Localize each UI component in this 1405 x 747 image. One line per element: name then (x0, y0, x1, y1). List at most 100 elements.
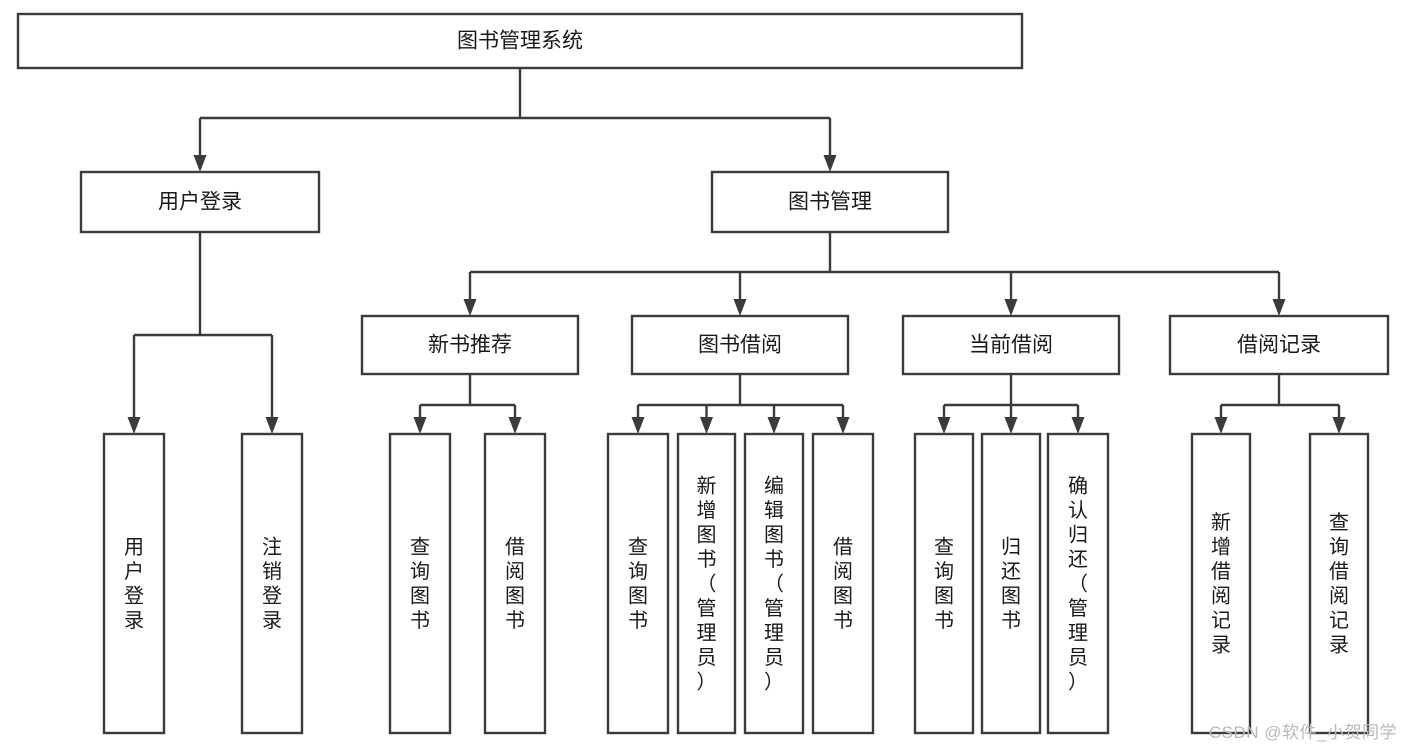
node-label-char: （ (764, 572, 784, 595)
node-box (676, 432, 737, 735)
node-label-char: 借 (1211, 560, 1231, 583)
node-user-login[interactable]: 用户登录 (79, 170, 321, 234)
node-label-char: 新 (697, 474, 717, 497)
arrowhead-icon (733, 299, 747, 316)
node-label-char: 图 (764, 524, 784, 546)
node-box (980, 432, 1042, 735)
node-label-char: 录 (1329, 635, 1349, 657)
node-label-char: 图 (833, 586, 853, 608)
node-label-char: 书 (697, 548, 717, 571)
node-label-char: 认 (1068, 499, 1088, 522)
node-label-char: 书 (1001, 609, 1021, 632)
node-label-char: ） (697, 670, 717, 693)
node-label-char: 户 (124, 560, 144, 583)
node-label-char: 阅 (1329, 585, 1349, 608)
node-label-char: 图 (934, 586, 954, 608)
node-box (630, 314, 850, 376)
arrowhead-icon (1004, 299, 1018, 316)
arrowhead-icon (1071, 417, 1085, 434)
node-label-char: 借 (1329, 560, 1349, 583)
node-box (710, 170, 950, 234)
node-label-char: 询 (1329, 536, 1349, 559)
node-current-borrow[interactable]: 当前借阅 (901, 314, 1121, 376)
node-label-char: 注 (262, 536, 282, 559)
arrowhead-icon (265, 417, 279, 434)
node-new-book-rec[interactable]: 新书推荐 (360, 314, 580, 376)
node-label-char: 员 (697, 647, 717, 669)
node-label-char: 员 (1068, 647, 1088, 669)
node-label-char: 销 (262, 560, 282, 583)
arrowhead-icon (823, 155, 837, 172)
node-box (360, 314, 580, 376)
node-label-char: 理 (1068, 622, 1088, 644)
node-label: 图书管理系统 (457, 30, 583, 53)
arrowhead-icon (413, 417, 427, 434)
node-label-char: 还 (1068, 548, 1088, 571)
node-label-char: 确 (1068, 474, 1088, 497)
node-label-char: 书 (764, 548, 784, 571)
node-label-char: 管 (764, 597, 784, 620)
node-box (1168, 314, 1390, 376)
node-label-char: 阅 (1211, 585, 1231, 608)
node-box (240, 432, 304, 735)
node-label-char: 登 (124, 585, 144, 608)
node-label-char: 查 (934, 536, 954, 559)
node-label-char: （ (697, 572, 717, 595)
node-label-char: 询 (410, 560, 430, 583)
node-label-char: 归 (1001, 536, 1021, 559)
node-label-char: 书 (934, 609, 954, 632)
node-label-char: 书 (410, 609, 430, 632)
node-label-char: 询 (934, 560, 954, 583)
arrowhead-icon (700, 417, 713, 434)
arrowhead-icon (937, 417, 951, 434)
node-label-char: 理 (697, 622, 717, 644)
node-borrow-record[interactable]: 借阅记录 (1168, 314, 1390, 376)
node-label-char: 书 (505, 609, 525, 632)
node-box (606, 432, 670, 735)
arrowhead-icon (127, 417, 141, 434)
node-box (16, 12, 1024, 70)
node-label-char: 书 (833, 609, 853, 632)
node-label-char: 新 (1211, 511, 1231, 534)
arrowhead-icon (508, 417, 522, 434)
node-box (743, 432, 805, 735)
node-root[interactable]: 图书管理系统 (16, 12, 1024, 70)
node-box (901, 314, 1121, 376)
node-label-char: 阅 (505, 560, 525, 583)
node-box (811, 432, 875, 735)
node-label-char: ） (764, 670, 784, 693)
node-leaf-user-login[interactable]: 用户登录 (102, 432, 166, 735)
node-box (102, 432, 166, 735)
node-label: 图书管理 (788, 191, 872, 214)
arrowhead-icon (193, 155, 207, 172)
node-book-manage[interactable]: 图书管理 (710, 170, 950, 234)
node-label-char: 理 (764, 622, 784, 644)
node-label-char: 辑 (764, 499, 784, 522)
node-box (1046, 432, 1110, 735)
node-label-char: 查 (410, 536, 430, 559)
node-label-char: （ (1068, 572, 1088, 595)
arrowhead-icon (1332, 417, 1346, 434)
node-box (1308, 432, 1370, 735)
node-label: 新书推荐 (428, 334, 512, 357)
node-label-char: 查 (628, 536, 648, 559)
node-box (1190, 432, 1252, 735)
node-label-char: 登 (262, 585, 282, 608)
node-label-char: 图 (697, 524, 717, 546)
node-label-char: 查 (1329, 511, 1349, 534)
node-book-borrow[interactable]: 图书借阅 (630, 314, 850, 376)
